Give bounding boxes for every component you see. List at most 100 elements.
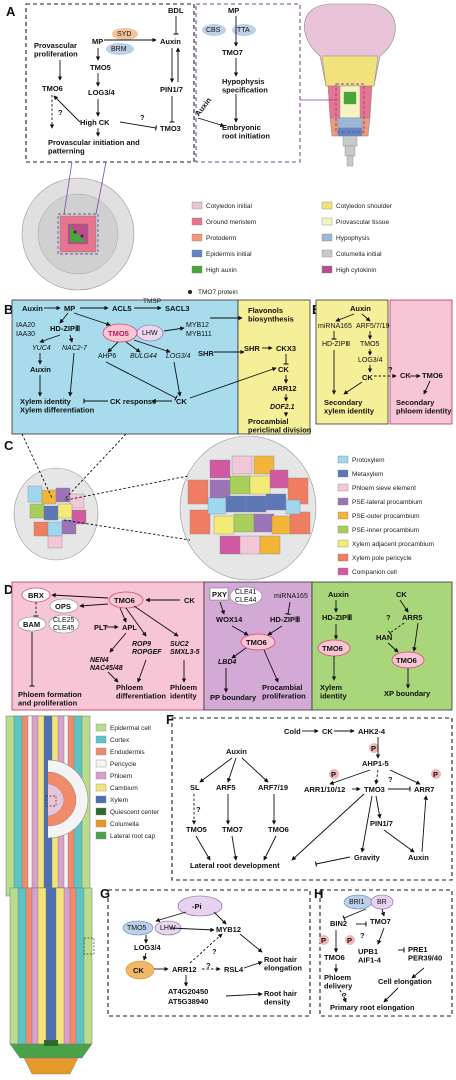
d-g-han: HAN	[376, 633, 392, 642]
a-high-ck: High CK	[80, 118, 110, 127]
d-edge	[231, 625, 249, 636]
a-q2: ?	[140, 113, 145, 122]
f-p3: P	[433, 770, 438, 779]
h-edge	[342, 908, 367, 921]
legend-swatch	[321, 201, 333, 210]
g-tmo5: TMO5	[127, 925, 147, 932]
c-connector	[65, 475, 189, 501]
panel-e-pink-box	[389, 299, 453, 425]
panel-a-right-box	[195, 3, 301, 163]
panel-c: C	[4, 433, 434, 590]
g-myb12: MYB12	[216, 925, 241, 934]
d-ops: OPS	[55, 602, 71, 611]
c-connector	[63, 519, 191, 541]
legend-label: High auxin	[206, 267, 237, 274]
g-edge	[155, 911, 187, 923]
e-hdzip: HD-ZIPⅢ	[322, 341, 350, 348]
panel-f: Epidermal cellCortexEndodermisPericycleP…	[5, 712, 453, 897]
d-edge	[109, 632, 127, 653]
legend-swatch	[191, 217, 203, 226]
panel-h-letter: H	[314, 886, 323, 901]
b-mp: MP	[64, 304, 75, 313]
legend-swatch	[321, 217, 333, 226]
g-arr12: ARR12	[172, 965, 197, 974]
b-edge	[125, 341, 141, 353]
b-ck-resp: CK response	[110, 397, 156, 406]
b-yuc4: YUC4	[32, 345, 51, 352]
panel-g-box	[107, 889, 311, 1017]
root-cross-section-small	[13, 467, 99, 561]
d-edge	[219, 601, 225, 615]
legend-label: Protoderm	[206, 235, 236, 242]
legend-swatch	[95, 819, 107, 828]
d-g-xp: XP boundary	[384, 689, 431, 698]
b-log34: LOG3/4	[166, 353, 191, 360]
h-p1-circle	[319, 935, 329, 945]
d-ck: CK	[184, 596, 195, 605]
legend-swatch	[95, 747, 107, 756]
g-edge	[239, 933, 263, 953]
d-edge	[263, 649, 279, 683]
a-tta: TTA	[237, 27, 250, 34]
b-edge	[163, 326, 185, 332]
a-q1: ?	[58, 108, 63, 117]
b-tmsp: TMSP	[143, 298, 161, 305]
legend-label: PSE-outer procambium	[352, 513, 420, 520]
legend-swatch	[95, 759, 107, 768]
b-y-ck: CK	[278, 365, 289, 374]
legend-label: Provascular tissue	[336, 219, 389, 226]
f-sl: SL	[190, 783, 200, 792]
a-edge	[119, 121, 157, 131]
e-ck2: CK	[400, 371, 411, 380]
a-bdl: BDL	[168, 6, 184, 15]
d-g-arr5: ARR5	[402, 613, 422, 622]
h-tmo6: TMO6	[324, 953, 345, 962]
d-edge	[119, 607, 127, 623]
d-edge	[387, 622, 405, 636]
legend-label: Ground meristem	[206, 219, 256, 226]
b-auxin2: Auxin	[30, 365, 51, 374]
e-edge	[361, 313, 371, 322]
b-hdzip: HD-ZIPⅢ	[50, 324, 80, 333]
panel-b-letter: B	[4, 302, 13, 317]
legend-swatch	[321, 249, 333, 258]
b-edge	[189, 367, 277, 399]
legend-label: High cytokinin	[336, 267, 377, 274]
b-bulg44: BULG44	[130, 353, 157, 360]
b-lhw: LHW	[142, 330, 158, 337]
a-edge	[197, 117, 225, 128]
legend-label: Xylem	[110, 797, 128, 804]
a-brm-oval	[106, 43, 134, 55]
f-edge	[227, 757, 237, 783]
d-p-tmo6-oval	[240, 633, 276, 651]
h-p1: P	[321, 936, 326, 945]
a-syd: SYD	[117, 31, 131, 38]
f-tmo6: TMO6	[268, 825, 289, 834]
d-wox14: WOX14	[216, 615, 243, 624]
b-tmo5: TMO5	[108, 329, 129, 338]
d-edge	[399, 599, 409, 613]
f-arf719: ARF7/19	[258, 783, 288, 792]
f-edge	[329, 769, 371, 785]
b-iaa30: IAA30	[16, 331, 35, 338]
e-arf: ARF5/7/19	[356, 323, 390, 330]
legend-label: Quiescent center	[110, 809, 160, 816]
b-edge	[133, 339, 171, 353]
h-p2: P	[347, 936, 352, 945]
f-p1: P	[371, 744, 376, 753]
f-arf5: ARF5	[216, 783, 236, 792]
legend-label: PSE-inner procambium	[352, 527, 419, 534]
d-lbd4: LBD4	[218, 659, 236, 666]
a-syd-oval	[112, 28, 138, 40]
legend-swatch	[95, 807, 107, 816]
